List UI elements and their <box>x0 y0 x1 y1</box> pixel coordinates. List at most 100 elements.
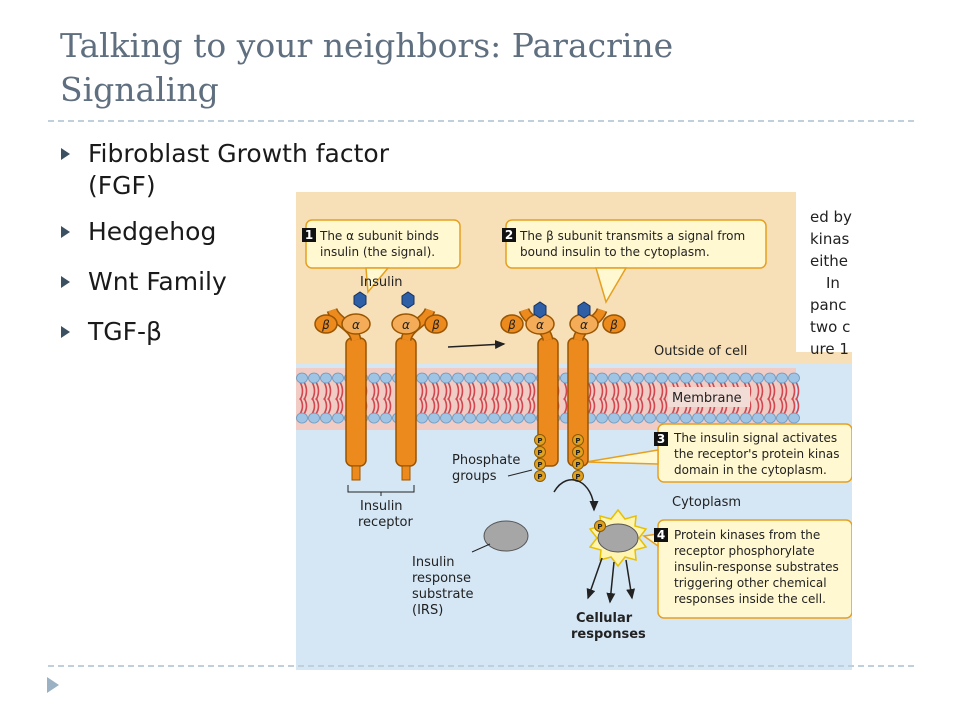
lipid-tail <box>383 397 392 415</box>
lipid-head <box>332 412 344 424</box>
receptor-bracket <box>347 485 415 496</box>
insulin-receptor-unbound: β α α β <box>314 307 448 481</box>
lipid-head <box>428 412 440 424</box>
lipid-head <box>680 372 692 384</box>
lipid-head <box>764 412 776 424</box>
callout-4-line-1: Protein kinases from the <box>674 528 820 542</box>
lipid-head <box>728 372 740 384</box>
lipid-head <box>308 412 320 424</box>
lipid-head <box>656 372 668 384</box>
lipid-tail <box>635 397 644 415</box>
lipid-tail <box>515 397 524 415</box>
lipid-head <box>716 372 728 384</box>
irs-label-1: Insulin <box>412 555 455 570</box>
callout-4-line-4: triggering other chemical <box>674 576 827 590</box>
receptor-label-1: Insulin <box>360 499 403 514</box>
lipid-head <box>464 412 476 424</box>
lipid-head <box>704 372 716 384</box>
lipid-head <box>608 372 620 384</box>
lipid-tail <box>491 397 500 415</box>
cropped-text: panc <box>810 296 846 314</box>
bullet-text-continued: (FGF) <box>88 171 156 200</box>
slide-title: Talking to your neighbors: Paracrine Sig… <box>60 24 900 112</box>
response-arrow <box>586 557 603 600</box>
slide-nav-arrow-icon <box>47 677 59 693</box>
lipid-head <box>308 372 320 384</box>
lipid-head <box>656 412 668 424</box>
membrane-label: Membrane <box>672 391 742 406</box>
lipid-tail <box>299 397 308 415</box>
phosphate-p: P <box>537 449 542 457</box>
insulin-molecule <box>401 291 415 309</box>
title-divider <box>48 120 914 122</box>
beta-label: β <box>321 318 330 332</box>
lipid-head <box>632 372 644 384</box>
alpha-label: α <box>536 318 544 332</box>
callout-3-line-3: domain in the cytoplasm. <box>674 463 827 477</box>
lipid-head <box>788 372 800 384</box>
cropped-text: ure 1 <box>810 340 849 358</box>
bullet-text: TGF-β <box>88 317 162 346</box>
phosphate-p: P <box>597 523 602 531</box>
lipid-head <box>596 372 608 384</box>
lipid-head <box>776 412 788 424</box>
lipid-head <box>680 412 692 424</box>
callout-3-number: 3 <box>657 432 665 446</box>
callout-1-line-1: The α subunit binds <box>319 229 439 243</box>
lipid-head <box>488 372 500 384</box>
phosphate-p: P <box>537 461 542 469</box>
lipid-head <box>620 372 632 384</box>
lipid-tail <box>371 397 380 415</box>
beta-label: β <box>609 318 618 332</box>
insulin-molecule <box>533 301 547 319</box>
insulin-receptor-bound: β α α β <box>500 301 626 467</box>
lipid-head <box>644 412 656 424</box>
cropped-text: ed by <box>810 208 852 226</box>
bullet-tgf-beta: TGF-β <box>60 316 460 348</box>
lipid-head <box>332 372 344 384</box>
lipid-head <box>644 372 656 384</box>
callout-3: 3 The insulin signal activates the recep… <box>585 423 852 483</box>
lipid-tail <box>503 397 512 415</box>
binding-arrow <box>447 339 506 349</box>
lipid-tail <box>599 397 608 415</box>
insulin-molecule <box>577 301 591 319</box>
irs-label-2: response <box>412 571 471 586</box>
phosphate-p: P <box>575 461 580 469</box>
insulin-label: Insulin <box>360 275 403 290</box>
irs-phosphorylated <box>597 523 639 553</box>
lipid-head <box>380 372 392 384</box>
lipid-tail <box>611 397 620 415</box>
lipid-tail <box>647 397 656 415</box>
lipid-tail <box>659 397 668 415</box>
bullet-hedgehog: Hedgehog <box>60 216 460 248</box>
footer-divider <box>48 665 914 667</box>
lipid-tail <box>479 397 488 415</box>
callout-1-line-2: insulin (the signal). <box>320 245 435 259</box>
phosphate-p: P <box>575 473 580 481</box>
lipid-head <box>668 412 680 424</box>
lipid-head <box>692 412 704 424</box>
callout-3-line-2: the receptor's protein kinas <box>674 447 839 461</box>
irs-unphosphorylated <box>483 520 529 552</box>
phosphate-label-1: Phosphate <box>452 453 520 468</box>
callout-2-line-1: The β subunit transmits a signal from <box>519 229 745 243</box>
lipid-head <box>740 372 752 384</box>
alpha-label: α <box>352 318 360 332</box>
title-line-2: Signaling <box>60 70 219 109</box>
lipid-tail <box>467 397 476 415</box>
cropped-page-text: ed by kinas eithe In panc two c ure 1 <box>810 208 852 358</box>
lipid-tail <box>767 397 776 415</box>
lipid-tail <box>755 397 764 415</box>
lipid-head <box>428 372 440 384</box>
cropped-text: In <box>826 274 840 292</box>
callout-4-number: 4 <box>657 528 665 542</box>
callout-3-line-1: The insulin signal activates <box>673 431 837 445</box>
lipid-head <box>488 412 500 424</box>
cellular-label-2: responses <box>571 627 646 642</box>
alpha-label: α <box>402 318 410 332</box>
lipid-head <box>512 412 524 424</box>
cytoplasm-label: Cytoplasm <box>672 495 741 510</box>
lipid-head <box>500 372 512 384</box>
receptor-label-2: receptor <box>358 515 414 530</box>
